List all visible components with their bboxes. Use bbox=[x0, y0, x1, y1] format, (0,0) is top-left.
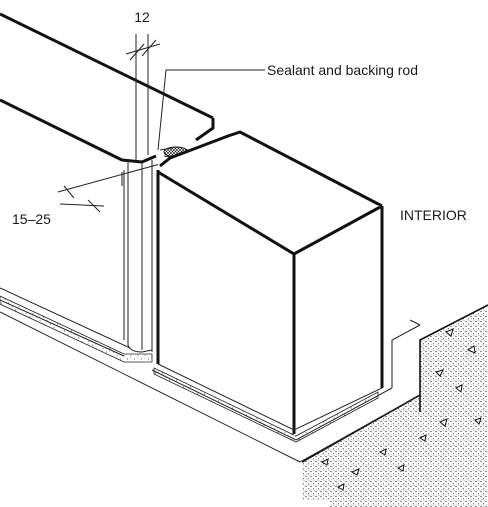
right-wall-panel bbox=[156, 130, 384, 436]
ground-soil bbox=[301, 304, 488, 507]
dimension-joint-width bbox=[125, 34, 161, 160]
mortar-bed bbox=[0, 295, 379, 443]
sealant-backing-rod bbox=[157, 69, 265, 159]
label-sealant: Sealant and backing rod bbox=[267, 62, 418, 78]
dimension-depth bbox=[57, 163, 161, 213]
label-joint-width: 12 bbox=[134, 9, 150, 25]
label-depth-range: 15–25 bbox=[12, 211, 51, 227]
left-wall-panel bbox=[0, 12, 215, 353]
label-interior: INTERIOR bbox=[400, 207, 467, 223]
